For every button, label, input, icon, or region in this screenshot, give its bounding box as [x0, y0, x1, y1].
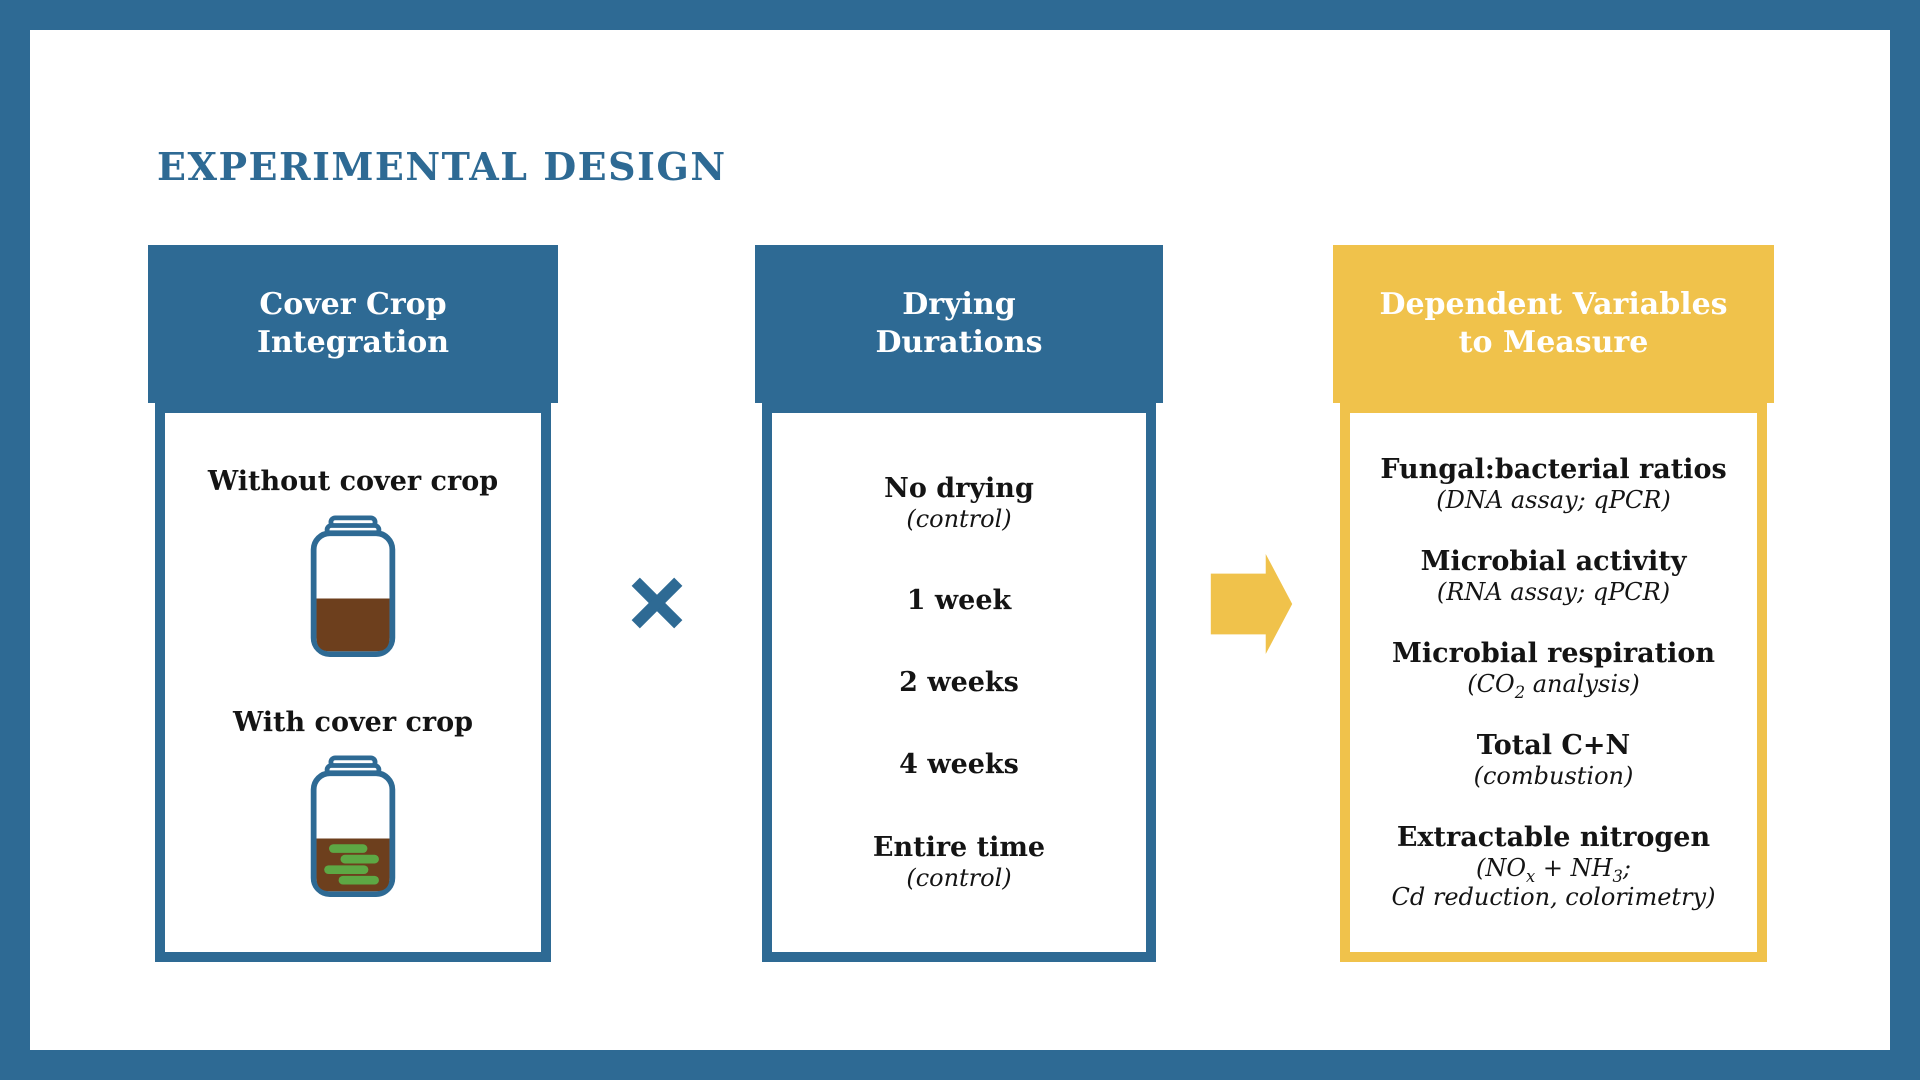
variable-method-note: (RNA assay; qPCR) [1436, 578, 1671, 606]
panel-cover-crop-body: Without cover crop With cover crop [155, 403, 551, 962]
list-item: Fungal:bacterial ratios (DNA assay; qPCR… [1380, 453, 1726, 515]
panel-cover-crop-header: Cover Crop Integration [148, 245, 558, 403]
panel-dependent-variables: Dependent Variables to Measure Fungal:ba… [1333, 245, 1774, 962]
panel-cover-crop-integration: Cover Crop Integration Without cover cro… [148, 245, 558, 962]
panel-drying-header: Drying Durations [755, 245, 1163, 403]
variable-label: Extractable nitrogen [1396, 822, 1711, 853]
duration-label: 2 weeks [899, 666, 1019, 698]
soil-jar-with-cover-crop-icon [310, 755, 396, 898]
multiply-operator [628, 574, 686, 632]
arrow-right-icon [1210, 553, 1293, 655]
variable-method-note: (NOx + NH3;Cd reduction, colorimetry) [1391, 854, 1716, 911]
list-item: 4 weeks [899, 748, 1019, 781]
list-item: Total C+N (combustion) [1474, 729, 1634, 791]
variable-method-note: (DNA assay; qPCR) [1436, 486, 1671, 514]
variable-label: Fungal:bacterial ratios [1380, 454, 1727, 485]
duration-label: 4 weeks [899, 749, 1019, 781]
duration-note: (control) [906, 505, 1012, 534]
variable-method-note: (CO2 analysis) [1467, 670, 1640, 702]
list-item: Microbial activity (RNA assay; qPCR) [1421, 545, 1687, 607]
page-title: EXPERIMENTAL DESIGN [157, 144, 727, 189]
variable-method-note: (combustion) [1473, 762, 1634, 790]
duration-label: Entire time [872, 831, 1046, 863]
variable-label: Microbial activity [1420, 546, 1687, 577]
panel-drying-durations: Drying Durations No drying (control) 1 w… [755, 245, 1163, 962]
panel-dependent-body: Fungal:bacterial ratios (DNA assay; qPCR… [1340, 403, 1767, 962]
panel-drying-body: No drying (control) 1 week 2 weeks 4 wee… [762, 403, 1156, 962]
result-arrow [1210, 553, 1294, 655]
list-item: 2 weeks [899, 666, 1019, 699]
variable-label: Microbial respiration [1392, 638, 1715, 669]
list-item: 1 week [907, 584, 1012, 617]
list-item: Entire time (control) [873, 831, 1045, 893]
panel-dependent-header: Dependent Variables to Measure [1333, 245, 1774, 403]
without-cover-crop-label: Without cover crop [207, 466, 499, 497]
duration-note: (control) [906, 863, 1012, 892]
list-item: Microbial respiration (CO2 analysis) [1392, 637, 1715, 702]
duration-label: No drying [884, 473, 1034, 505]
list-item: No drying (control) [884, 472, 1034, 534]
variable-label: Total C+N [1476, 730, 1631, 761]
multiply-icon [631, 577, 683, 629]
duration-label: 1 week [906, 584, 1012, 616]
list-item: Extractable nitrogen (NOx + NH3;Cd reduc… [1392, 821, 1716, 912]
soil-jar-icon [310, 515, 396, 658]
with-cover-crop-label: With cover crop [232, 707, 474, 738]
